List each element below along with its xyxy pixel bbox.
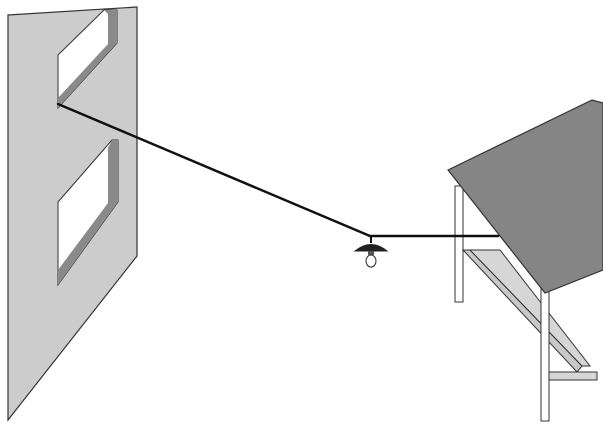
lamp-socket — [368, 251, 374, 255]
hanging-lamp-icon — [353, 236, 389, 268]
shed-front-post — [540, 284, 550, 422]
wires — [56, 102, 500, 238]
shed — [447, 99, 603, 422]
shed-roof — [447, 99, 603, 294]
upper-window — [57, 9, 118, 110]
lower-window-reveal — [58, 140, 118, 285]
wire-left — [56, 102, 372, 238]
shed-crossboard — [547, 371, 598, 381]
building-wall — [7, 6, 138, 422]
shed-back-post — [454, 185, 464, 303]
lamp-shade — [353, 244, 389, 252]
lower-window — [57, 139, 119, 287]
lamp-bulb — [365, 254, 377, 268]
upper-window-reveal — [58, 10, 117, 108]
